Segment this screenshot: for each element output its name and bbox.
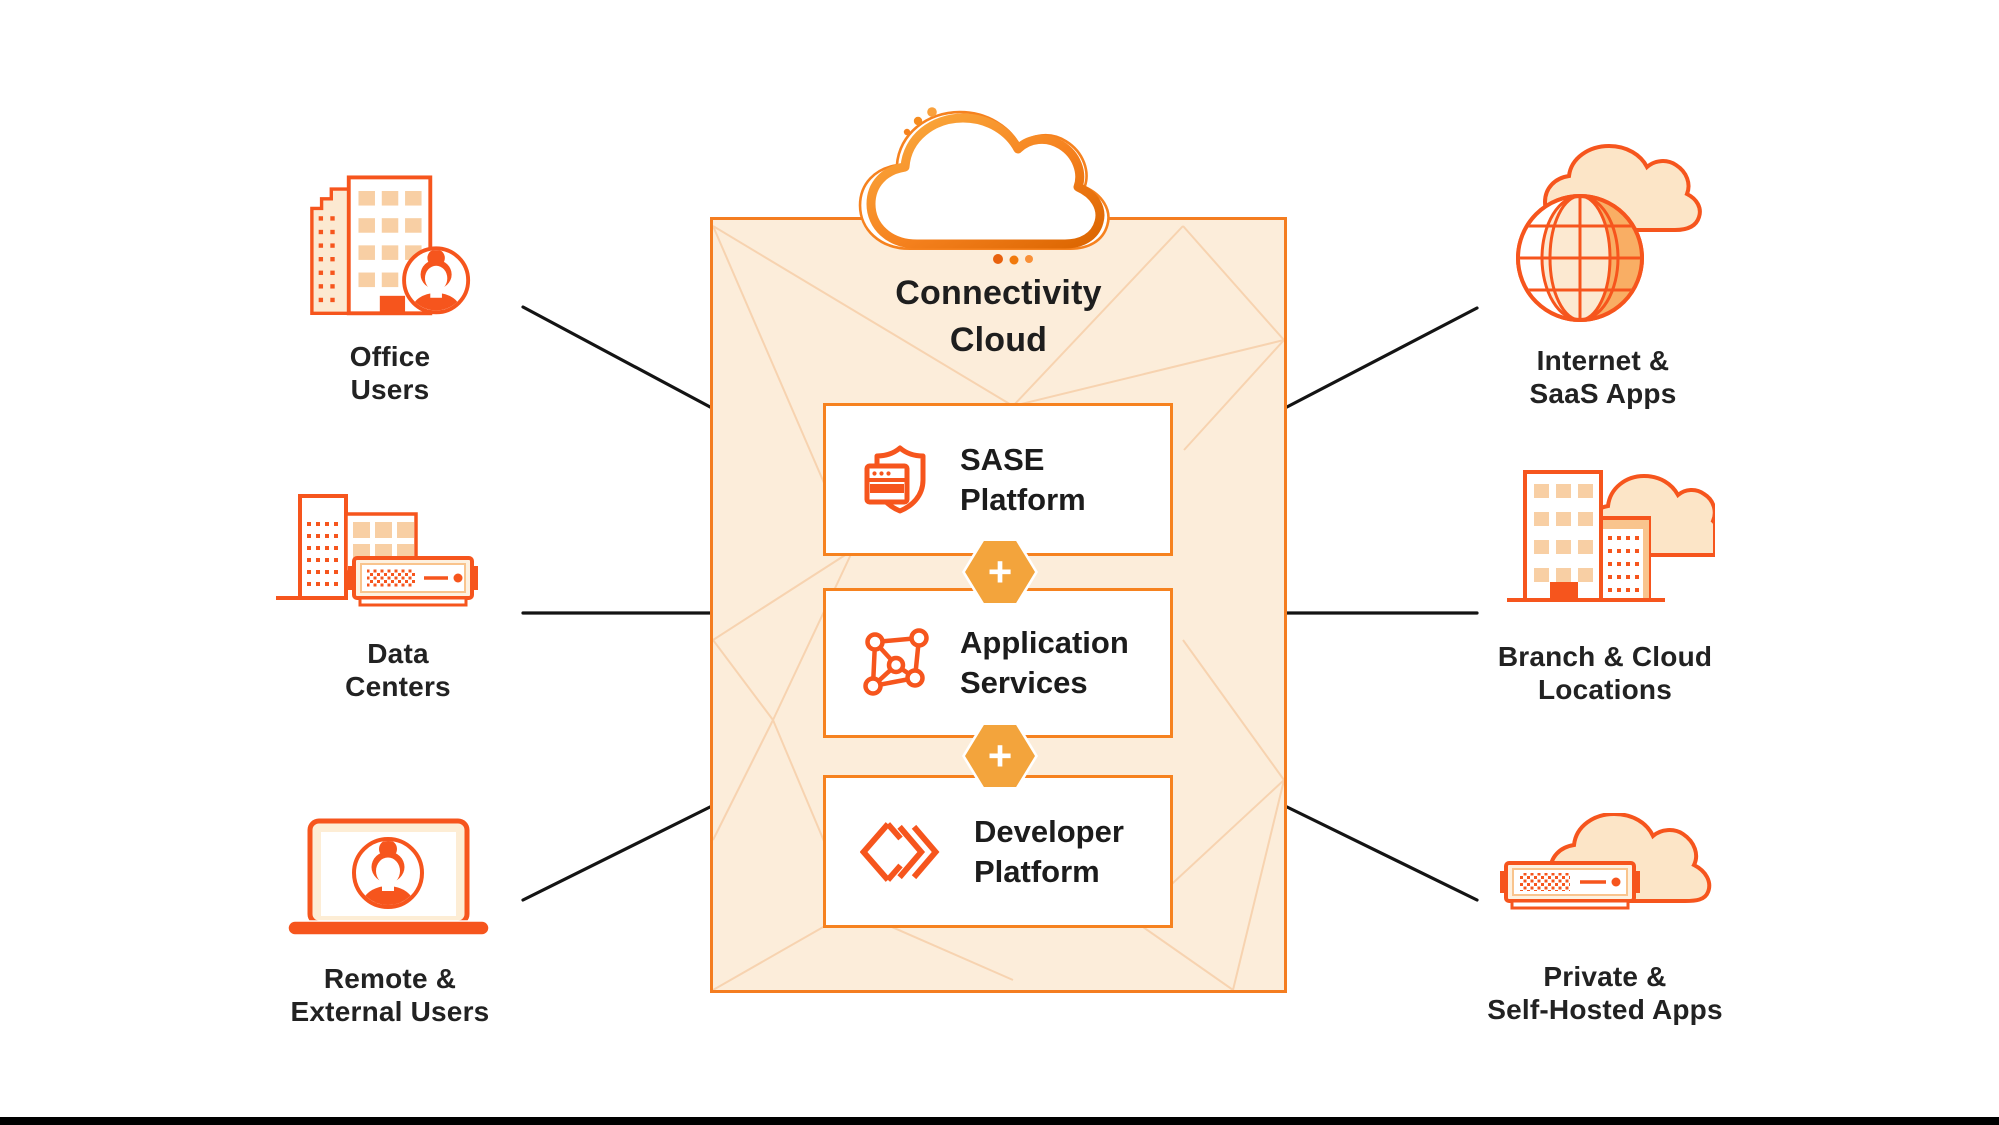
code-brackets-icon	[860, 821, 940, 882]
developer-platform-box: Developer Platform	[823, 775, 1173, 928]
title-line-1: Connectivity	[895, 274, 1102, 312]
connector-private	[1283, 804, 1479, 902]
branch-cloud-locations-label: Branch & Cloud Locations	[1455, 640, 1755, 706]
developer-platform-label: Developer Platform	[974, 812, 1124, 892]
office-building-user-icon	[310, 175, 471, 316]
globe	[1516, 194, 1644, 322]
globe-cloud-icon	[1516, 143, 1702, 322]
branch-line-1: Branch & Cloud	[1497, 641, 1713, 672]
data-centers-label: Data Centers	[298, 637, 498, 703]
plus-hexagon: +	[965, 725, 1035, 787]
remote-line-2: External Users	[290, 996, 490, 1027]
cloud-decor-dots	[903, 107, 1033, 265]
title-line-2: Cloud	[949, 321, 1048, 359]
low-poly-mesh-pattern	[713, 225, 1284, 990]
building-cloud-icon	[1507, 470, 1715, 602]
server-cloud-icon	[1500, 813, 1712, 910]
avatar	[352, 837, 424, 909]
application-services-box: Application Services	[823, 588, 1173, 738]
shield-browser-icon	[864, 445, 926, 513]
sase-line-1: SASE	[960, 441, 1045, 477]
remote-external-users-label: Remote & External Users	[240, 962, 540, 1028]
plus-symbol: +	[987, 548, 1013, 595]
application-services-label: Application Services	[960, 623, 1129, 703]
connector-remote	[521, 804, 714, 902]
cloud-icon	[858, 107, 1110, 265]
plus-symbol: +	[987, 732, 1013, 779]
plus-hexagon: +	[965, 541, 1035, 603]
cloud-body	[866, 113, 1105, 249]
datacenter-server-icon	[276, 494, 478, 607]
private-line-2: Self-Hosted Apps	[1487, 994, 1723, 1025]
network-graph-icon	[863, 628, 929, 696]
office-users-label: Office Users	[290, 340, 490, 406]
private-self-hosted-apps-label: Private & Self-Hosted Apps	[1455, 960, 1755, 1026]
appsvc-line-2: Services	[960, 665, 1088, 700]
appsvc-line-1: Application	[960, 625, 1129, 660]
branch-line-2: Locations	[1537, 674, 1673, 705]
data-centers-line-2: Centers	[345, 671, 451, 702]
connector-office	[521, 305, 714, 410]
internet-line-1: Internet &	[1536, 345, 1670, 376]
bottom-border-bar	[0, 1117, 1999, 1125]
internet-saas-apps-label: Internet & SaaS Apps	[1503, 344, 1703, 410]
private-line-1: Private &	[1543, 961, 1667, 992]
data-centers-line-1: Data	[367, 638, 429, 669]
sase-platform-label: SASE Platform	[960, 440, 1086, 520]
sase-platform-box: SASE Platform	[823, 403, 1173, 556]
laptop-user-icon	[287, 818, 490, 936]
sase-line-2: Platform	[960, 481, 1086, 517]
office-users-line-1: Office	[349, 341, 431, 372]
internet-line-2: SaaS Apps	[1529, 378, 1677, 409]
connector-internet	[1283, 306, 1479, 410]
page-title: Connectivity Cloud	[710, 270, 1287, 364]
remote-line-1: Remote &	[323, 963, 457, 994]
devplat-line-2: Platform	[974, 853, 1100, 889]
avatar	[402, 246, 471, 315]
devplat-line-1: Developer	[974, 813, 1124, 849]
office-users-line-2: Users	[350, 374, 430, 405]
